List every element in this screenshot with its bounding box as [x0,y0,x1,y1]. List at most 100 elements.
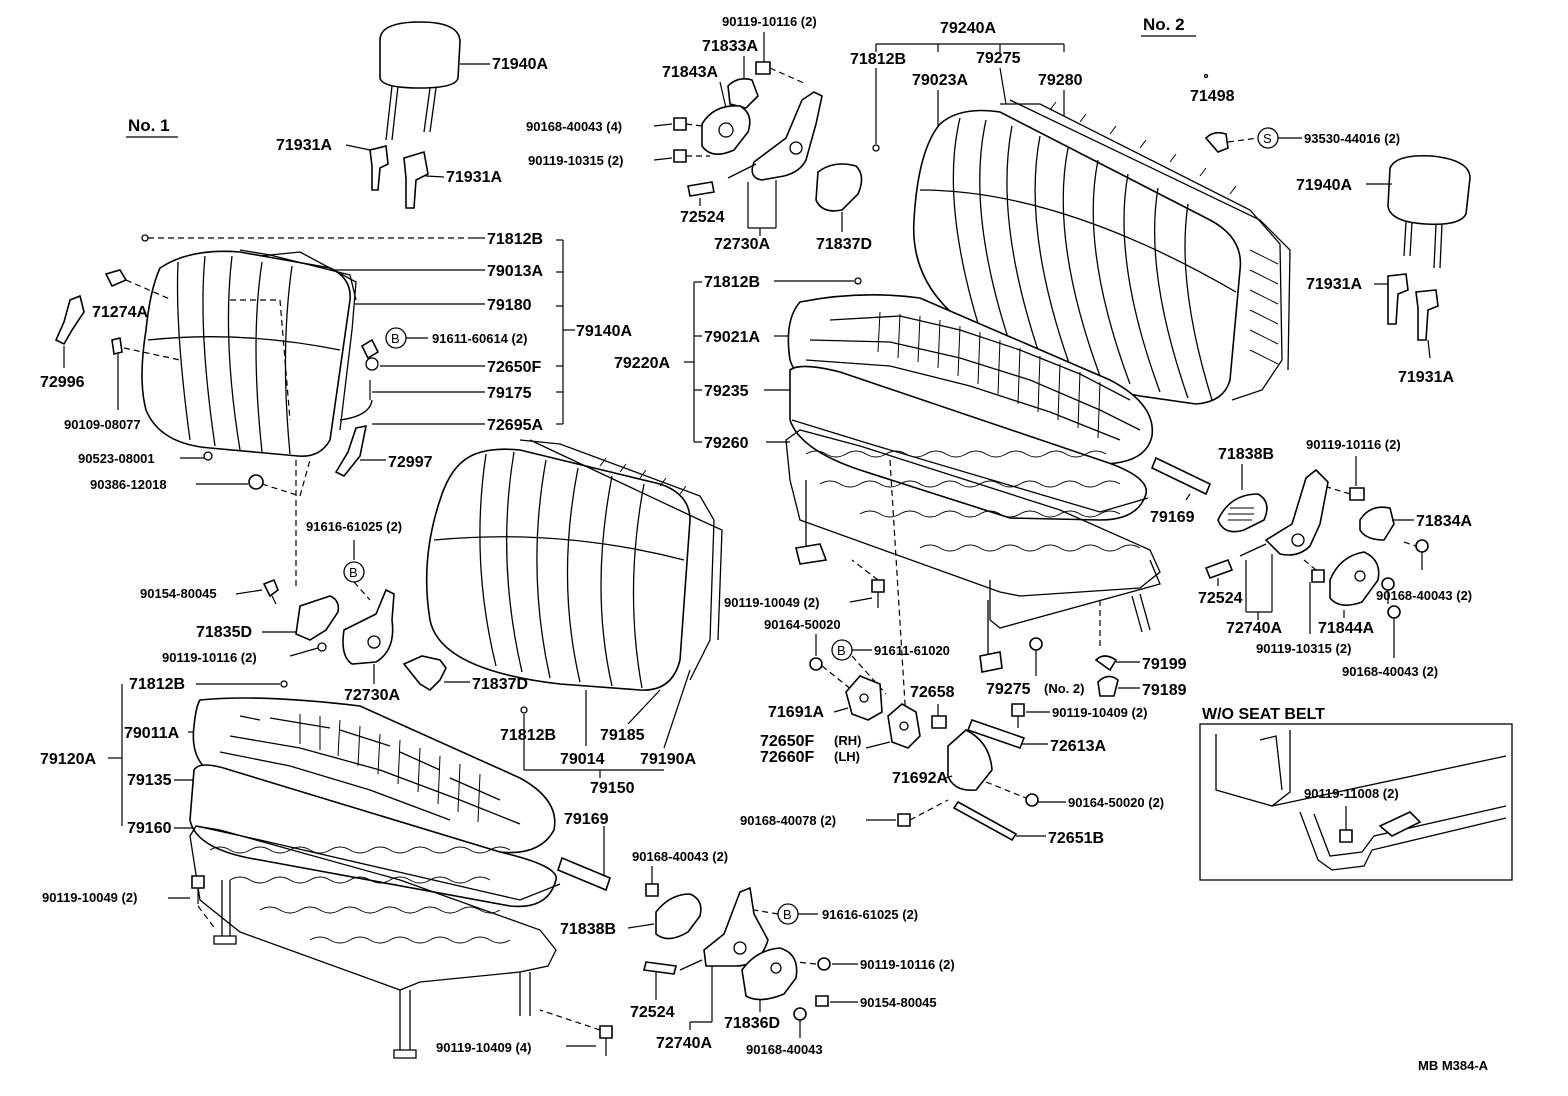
part-71843A [701,105,751,155]
label-90119-10116-a: 90119-10116 (2) [162,650,257,665]
label-90119-10116-b: 90119-10116 (2) [860,957,955,972]
part-71498 [1204,131,1229,153]
callout-b-1: B [391,331,400,346]
label-72524-b: 72524 [1198,590,1243,607]
part-72650F-rh [887,703,921,749]
label-72695A: 72695A [487,417,543,434]
label-72650F-2: 72650F [760,733,814,750]
label-90119-10116-c: 90119-10116 (2) [1306,437,1401,452]
part-71844A [1329,551,1380,606]
label-90386-12018: 90386-12018 [90,477,167,492]
label-71931A-right-2: 71931A [1398,369,1454,386]
label-71844A: 71844A [1318,620,1374,637]
part-71838B-right [1217,493,1268,533]
part-72997 [334,424,368,478]
label-79275-top: 79275 [976,50,1021,67]
label-90168-40043-top: 90168-40043 (4) [526,119,622,134]
label-90119-11008: 90119-11008 (2) [1304,786,1399,801]
label-90119-10409-a: 90119-10409 (4) [436,1040,531,1055]
seatback-no1 [141,249,357,457]
label-71691A: 71691A [768,704,824,721]
label-79185: 79185 [600,727,645,744]
label-71834A: 71834A [1416,513,1472,530]
label-72524-top: 72524 [680,209,725,226]
label-79189: 79189 [1142,682,1187,699]
label-72613A: 72613A [1050,738,1106,755]
part-71274A [104,269,128,288]
part-72730A-left [342,588,395,665]
label-72997: 72997 [388,454,433,471]
label-79240A: 79240A [940,20,996,37]
label-71833A: 71833A [702,38,758,55]
part-71837D-top [815,163,863,212]
label-79235: 79235 [704,383,749,400]
label-71931A-right-1: 71931A [1306,276,1362,293]
label-79275-no2: 79275 [986,681,1031,698]
label-90168-40043-a: 90168-40043 (2) [632,849,728,864]
label-93530-44016: 93530-44016 (2) [1304,131,1400,146]
label-79199: 79199 [1142,656,1187,673]
label-72730A-top: 72730A [714,236,770,253]
cushion-no2 [785,294,1161,673]
label-79023A: 79023A [912,72,968,89]
part-71833A [727,78,759,109]
label-90119-10315-b: 90119-10315 (2) [1256,641,1351,656]
inset-wo-seat-belt [1199,723,1513,881]
label-90523-08001: 90523-08001 [78,451,155,466]
label-90154-80045-a: 90154-80045 [140,586,217,601]
label-79150: 79150 [590,780,635,797]
label-79120A: 79120A [40,751,96,768]
label-72740A-b: 72740A [1226,620,1282,637]
label-79014: 79014 [560,751,605,768]
label-91611-60614: 91611-60614 (2) [432,331,527,346]
label-71940A-left: 71940A [492,56,548,73]
label-71812B-2: 71812B [129,676,185,693]
label-90168-40043-b: 90168-40043 [746,1042,823,1057]
label-91616-61025-a: 91616-61025 (2) [306,519,402,534]
part-72740A-right [1239,468,1329,557]
label-72658: 72658 [910,684,955,701]
label-79220A: 79220A [614,355,670,372]
label-79135: 79135 [127,772,172,789]
label-79160: 79160 [127,820,172,837]
label-90164-50020-a: 90164-50020 [764,617,841,632]
label-79021A: 79021A [704,329,760,346]
part-72651B [952,800,1018,842]
label-79169-a: 79169 [564,811,609,828]
label-71837D-b: 71837D [472,676,528,693]
label-79180: 79180 [487,297,532,314]
label-79175: 79175 [487,385,532,402]
part-71692A [947,729,993,792]
label-72740A-a: 72740A [656,1035,712,1052]
label-79011A: 79011A [124,725,180,742]
callout-s: S [1263,131,1272,146]
label-71843A: 71843A [662,64,718,81]
label-90168-40043-d: 90168-40043 (2) [1342,664,1438,679]
label-71812B-3: 71812B [500,727,556,744]
label-72996: 72996 [40,374,85,391]
cushion-no1 [189,697,561,1059]
label-90119-10116-top: 90119-10116 (2) [722,14,817,29]
label-lh: (LH) [834,749,860,764]
label-72730A-b: 72730A [344,687,400,704]
label-90119-10315-top: 90119-10315 (2) [528,153,623,168]
label-71838B-a: 71838B [560,921,616,938]
section-no1-title: No. 1 [128,116,170,135]
part-71838B-bottom [655,893,702,940]
label-90119-10049-b: 90119-10049 (2) [724,595,819,610]
headrest-left [379,21,461,141]
label-no2-small: (No. 2) [1044,681,1084,696]
label-71812B-1: 71812B [487,231,543,248]
label-90168-40043-c: 90168-40043 (2) [1376,588,1472,603]
label-71274A: 71274A [92,304,148,321]
label-71812B-mid: 71812B [704,274,760,291]
label-90154-80045-b: 90154-80045 [860,995,937,1010]
seatback-no1-center [425,439,723,691]
label-71692A: 71692A [892,770,948,787]
label-90119-10409-b: 90119-10409 (2) [1052,705,1147,720]
label-72524-a: 72524 [630,1004,675,1021]
section-no2-title: No. 2 [1143,15,1185,34]
headrest-right [1387,154,1471,269]
label-79013A: 79013A [487,263,543,280]
